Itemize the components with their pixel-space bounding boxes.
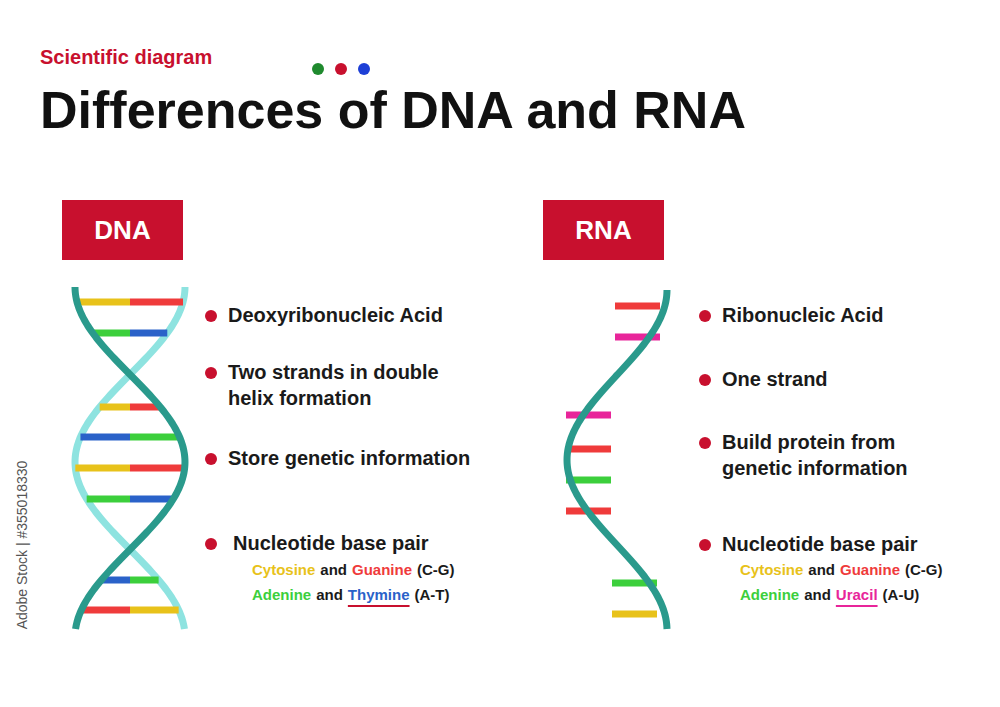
- base-name: Cytosine: [740, 561, 803, 578]
- bullet: [205, 538, 217, 550]
- base-name: Thymine: [348, 586, 410, 603]
- base: [87, 496, 130, 503]
- base-name: (A-U): [883, 586, 920, 603]
- property-text: Build protein from genetic information: [722, 429, 937, 481]
- base: [80, 434, 130, 441]
- bullets: [205, 310, 711, 551]
- dna-helix: [75, 287, 185, 629]
- base-name: and: [804, 586, 831, 603]
- base: [130, 330, 167, 337]
- base-pair-row: Adenine and Thymine (A-T): [252, 586, 450, 603]
- property-text: Nucleotide base pair: [233, 530, 513, 556]
- base: [130, 299, 183, 306]
- base: [130, 577, 159, 584]
- subtitle: Scientific diagram: [40, 44, 340, 70]
- base-name: (C-G): [417, 561, 455, 578]
- bullet: [205, 367, 217, 379]
- dot: [358, 63, 370, 75]
- property-text: Store genetic information: [228, 445, 518, 471]
- base: [612, 611, 657, 618]
- watermark: Adobe Stock | #355018330: [13, 461, 31, 630]
- title: Differences of DNA and RNA: [40, 84, 746, 136]
- base-name: and: [320, 561, 347, 578]
- base-name: (A-T): [415, 586, 450, 603]
- rna-strand: [566, 290, 667, 629]
- dot: [312, 63, 324, 75]
- header-text: DNA: [94, 215, 150, 246]
- base: [130, 607, 179, 614]
- property-text: Ribonucleic Acid: [722, 302, 982, 328]
- property-text: Deoxyribonucleic Acid: [228, 302, 508, 328]
- base-pair-row: Cytosine and Guanine (C-G): [252, 561, 455, 578]
- base: [566, 446, 611, 453]
- base: [75, 465, 130, 472]
- base: [100, 404, 130, 411]
- property-text: Nucleotide base pair: [722, 531, 992, 557]
- header-box: RNA: [543, 200, 664, 260]
- base-name: and: [808, 561, 835, 578]
- base: [77, 299, 130, 306]
- base-pair-row: Adenine and Uracil (A-U): [740, 586, 919, 603]
- strand: [567, 290, 667, 629]
- base: [130, 465, 185, 472]
- bullet: [699, 310, 711, 322]
- bullet: [699, 437, 711, 449]
- base: [615, 303, 660, 310]
- base-name: Cytosine: [252, 561, 315, 578]
- base-name: Guanine: [352, 561, 412, 578]
- property-text: One strand: [722, 366, 982, 392]
- base-name: Adenine: [740, 586, 799, 603]
- header-dots: [312, 63, 370, 75]
- property-text: Two strands in double helix formation: [228, 359, 483, 411]
- base: [130, 496, 173, 503]
- strand: [75, 287, 185, 629]
- strand: [75, 287, 185, 629]
- bullet: [699, 539, 711, 551]
- base-pair-row: Cytosine and Guanine (C-G): [740, 561, 943, 578]
- header-text: RNA: [575, 215, 631, 246]
- dot: [335, 63, 347, 75]
- base: [130, 434, 180, 441]
- bullet: [205, 310, 217, 322]
- header-box: DNA: [62, 200, 183, 260]
- bullet: [699, 374, 711, 386]
- base-name: Adenine: [252, 586, 311, 603]
- base-name: Uracil: [836, 586, 878, 603]
- base: [81, 607, 130, 614]
- base-name: Guanine: [840, 561, 900, 578]
- bullet: [205, 453, 217, 465]
- base-name: (C-G): [905, 561, 943, 578]
- base-name: and: [316, 586, 343, 603]
